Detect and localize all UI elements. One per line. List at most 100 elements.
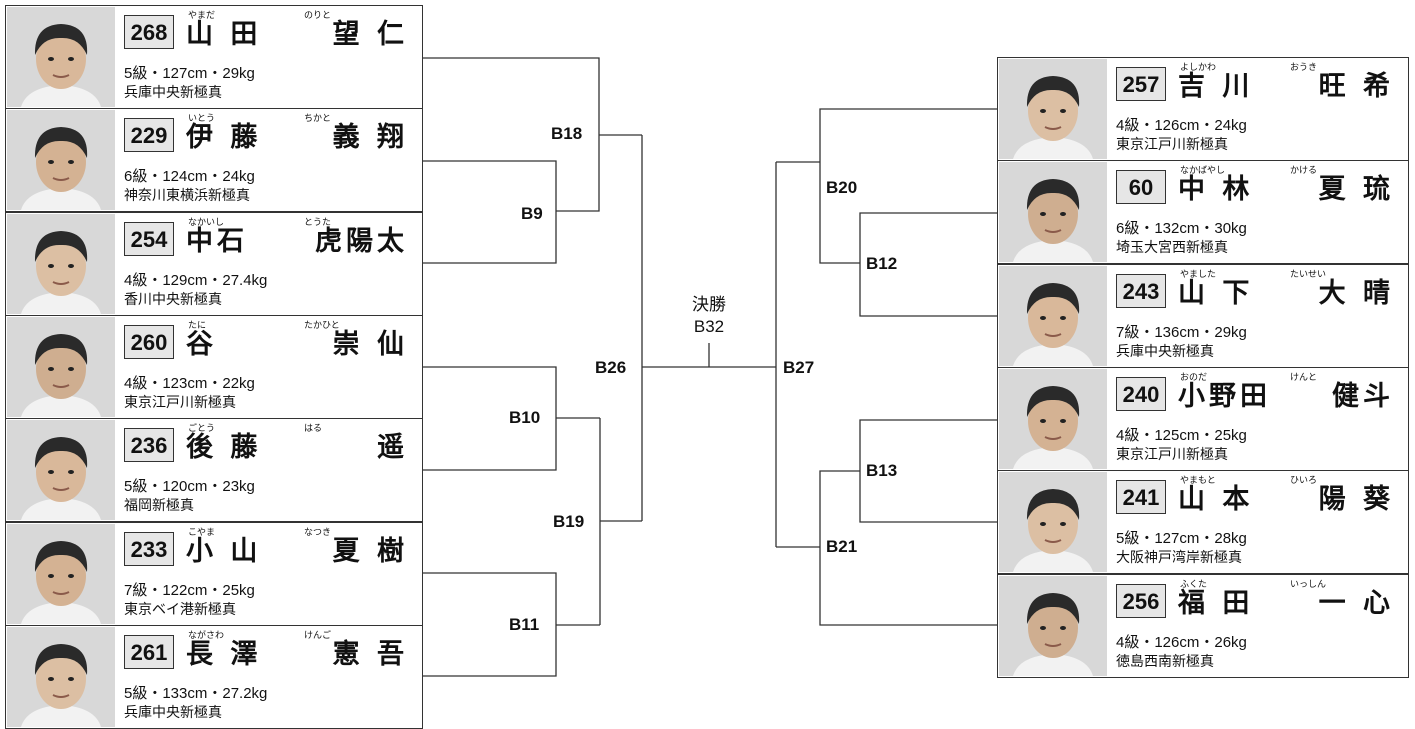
given-name-ruby: はる	[304, 423, 323, 434]
competitor-number: 229	[124, 118, 174, 153]
competitor-number: 243	[1116, 273, 1166, 308]
family-name-ruby: なかいし	[188, 216, 225, 227]
given-name: 夏 琉	[1318, 174, 1394, 206]
competitor-dojo: 埼玉大宮西新極真	[1116, 240, 1228, 257]
right-competitor-card: 240 おのだ けんと 小野田 健斗 4級・125cm・25kg 東京江戸川新極…	[997, 366, 1409, 471]
competitor-dojo: 兵庫中央新極真	[124, 704, 222, 721]
family-name-ruby: ふくた	[1180, 578, 1208, 589]
family-name-ruby: やまだ	[188, 10, 216, 20]
competitor-photo	[7, 420, 115, 521]
competitor-number: 254	[124, 221, 174, 256]
competitor-dojo: 兵庫中央新極真	[124, 85, 222, 101]
match-label-b11: B11	[509, 615, 540, 634]
match-label-b26: B26	[595, 358, 627, 377]
given-name-ruby: おうき	[1290, 62, 1318, 72]
competitor-number: 257	[1116, 67, 1166, 101]
given-name-ruby: なつき	[304, 526, 332, 537]
line-B12	[859, 212, 997, 317]
line-B20	[819, 108, 997, 264]
competitor-photo	[999, 162, 1107, 263]
competitor-photo	[7, 523, 115, 624]
competitor-stats: 7級・122cm・25kg	[124, 581, 255, 599]
given-name: 健斗	[1332, 380, 1394, 412]
given-name: 旺 希	[1318, 71, 1394, 102]
competitor-photo	[999, 575, 1107, 676]
competitor-dojo: 香川中央新極真	[124, 291, 222, 308]
final-code: B32	[693, 317, 725, 336]
left-competitor-card: 260 たに たかひと 谷 崇 仙 4級・123cm・22kg 東京江戸川新極真	[5, 314, 423, 419]
competitor-photo	[999, 265, 1107, 366]
competitor-stats: 4級・125cm・25kg	[1116, 426, 1247, 444]
competitor-stats: 5級・127cm・29kg	[124, 65, 255, 82]
given-name: 夏 樹	[332, 535, 408, 567]
family-name-ruby: たに	[188, 319, 207, 330]
final-title: 決勝	[692, 295, 726, 314]
competitor-stats: 4級・126cm・26kg	[1116, 633, 1247, 651]
given-name: 望 仁	[332, 19, 408, 50]
competitor-number: 233	[124, 531, 174, 566]
competitor-stats: 4級・129cm・27.4kg	[124, 271, 268, 289]
line-B9	[423, 160, 557, 264]
family-name: 山 田	[186, 19, 262, 50]
competitor-stats: 4級・123cm・22kg	[124, 374, 255, 392]
competitor-stats: 5級・133cm・27.2kg	[124, 684, 268, 702]
competitor-number: 60	[1116, 170, 1166, 205]
final-label: 決勝 B32	[672, 294, 746, 338]
given-name-ruby: いっしん	[1290, 578, 1327, 589]
competitor-photo	[999, 368, 1107, 469]
given-name: 遥	[377, 432, 408, 464]
match-label-b19: B19	[553, 512, 585, 531]
right-competitor-card: 241 やまもと ひいろ 山 本 陽 葵 5級・127cm・28kg 大阪神戸湾…	[997, 470, 1409, 575]
competitor-number: 236	[124, 428, 174, 463]
given-name: 憲 吾	[332, 638, 408, 670]
competitor-photo	[7, 626, 115, 727]
right-competitor-card: 243 やました たいせい 山 下 大 晴 7級・136cm・29kg 兵庫中央…	[997, 263, 1409, 368]
competitor-dojo: 大阪神戸湾岸新極真	[1116, 550, 1242, 567]
given-name: 虎陽太	[315, 225, 408, 257]
family-name: 中 林	[1178, 174, 1254, 206]
given-name: 一 心	[1318, 587, 1394, 619]
given-name-ruby: けんご	[304, 629, 332, 640]
family-name: 小野田	[1178, 380, 1271, 412]
family-name: 山 下	[1178, 277, 1254, 309]
competitor-number: 241	[1116, 480, 1166, 515]
given-name: 大 晴	[1318, 277, 1394, 309]
given-name-ruby: とうた	[304, 216, 332, 227]
competitor-photo	[7, 7, 115, 107]
given-name-ruby: たいせい	[1290, 268, 1327, 279]
competitor-photo	[999, 59, 1107, 159]
competitor-stats: 7級・136cm・29kg	[1116, 323, 1247, 341]
family-name-ruby: おのだ	[1180, 371, 1208, 382]
left-competitor-card: 236 ごとう はる 後 藤 遥 5級・120cm・23kg 福岡新極真	[5, 418, 423, 523]
match-label-b20: B20	[826, 178, 858, 197]
competitor-stats: 4級・126cm・24kg	[1116, 117, 1247, 134]
family-name: 長 澤	[186, 638, 262, 670]
match-label-b18: B18	[551, 124, 583, 143]
right-competitor-card: 60 なかばやし かける 中 林 夏 琉 6級・132cm・30kg 埼玉大宮西…	[997, 160, 1409, 265]
competitor-photo	[7, 110, 115, 211]
competitor-stats: 6級・124cm・24kg	[124, 168, 255, 186]
given-name-ruby: ちかと	[304, 113, 332, 124]
line-B21	[819, 470, 997, 626]
competitor-number: 261	[124, 634, 174, 669]
family-name-ruby: ながさわ	[188, 629, 225, 640]
family-name: 吉 川	[1178, 71, 1254, 102]
family-name: 小 山	[186, 535, 262, 567]
family-name: 山 本	[1178, 484, 1254, 516]
left-competitor-card: 268 やまだ のりと 山 田 望 仁 5級・127cm・29kg 兵庫中央新極…	[5, 5, 423, 109]
given-name-ruby: たかひと	[304, 319, 340, 330]
competitor-number: 256	[1116, 583, 1166, 618]
competitor-photo	[7, 316, 115, 417]
family-name: 谷	[186, 328, 217, 360]
competitor-dojo: 神奈川東横浜新極真	[124, 188, 250, 205]
right-competitor-card: 257 よしかわ おうき 吉 川 旺 希 4級・126cm・24kg 東京江戸川…	[997, 57, 1409, 161]
left-competitor-card: 261 ながさわ けんご 長 澤 憲 吾 5級・133cm・27.2kg 兵庫中…	[5, 624, 423, 729]
competitor-dojo: 東京ベイ港新極真	[124, 601, 236, 618]
competitor-stats: 5級・120cm・23kg	[124, 478, 255, 496]
family-name-ruby: こやま	[188, 526, 216, 537]
competitor-photo	[7, 213, 115, 314]
given-name: 義 翔	[332, 122, 408, 154]
competitor-dojo: 東京江戸川新極真	[124, 394, 236, 411]
right-competitor-card: 256 ふくた いっしん 福 田 一 心 4級・126cm・26kg 徳島西南新…	[997, 573, 1409, 678]
